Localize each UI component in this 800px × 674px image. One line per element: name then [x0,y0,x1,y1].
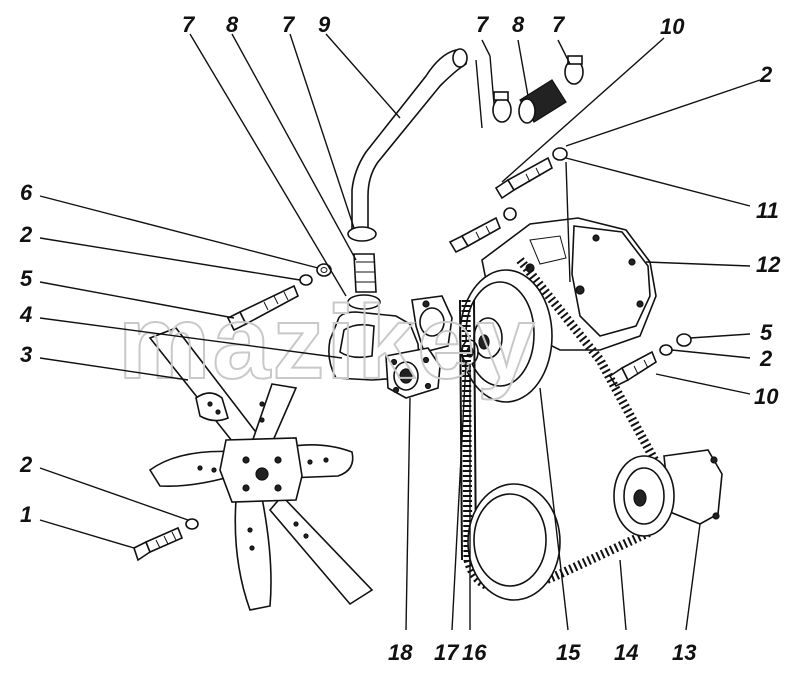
part-18 [385,347,441,399]
washer-near-bolt-10 [503,207,517,221]
washer-2-lower [185,518,199,530]
callout-8-b: 8 [512,12,525,37]
callout-2-a: 2 [759,62,773,87]
callout-3: 3 [20,342,32,367]
washer-2-upper-left [299,274,313,286]
callout-7-a: 7 [182,12,196,37]
hose-9 [347,48,468,310]
callout-10-b: 10 [754,384,779,409]
callout-1: 1 [20,502,32,527]
callout-14: 14 [614,640,638,665]
callouts: 7 8 7 9 7 8 7 10 2 11 12 6 2 5 4 3 5 2 1… [19,12,781,665]
callout-11: 11 [756,198,779,223]
lower-pulley [467,483,561,601]
bolt-1 [133,526,184,562]
callout-9: 9 [318,12,331,37]
callout-15: 15 [556,640,581,665]
callout-16: 16 [462,640,487,665]
callout-8-a: 8 [226,12,239,37]
washer-5-right [676,333,692,347]
sleeve-8-right [518,79,567,124]
callout-2-d: 2 [19,452,33,477]
callout-5-a: 5 [20,266,33,291]
callout-7-d: 7 [552,12,566,37]
callout-7-b: 7 [282,12,296,37]
bolt-11 [494,156,553,200]
callout-10-a: 10 [660,14,685,39]
leader-lines [39,33,761,631]
washer-2-right [659,344,673,356]
clamp-7-right-a [492,91,512,123]
fan-assembly [148,327,374,611]
watermark: mazikey [118,285,537,401]
callout-7-c: 7 [476,12,490,37]
bolt-5-left [226,284,300,332]
callout-13: 13 [672,640,696,665]
callout-5-b: 5 [760,320,773,345]
bolt-10-lower [608,350,657,388]
bolt-10-upper [448,216,502,254]
callout-2-b: 2 [19,222,33,247]
callout-4: 4 [19,302,32,327]
washer-2-upper-right [552,147,568,161]
callout-12: 12 [756,252,781,277]
tensioner-13 [613,449,723,537]
callout-18: 18 [388,640,413,665]
callout-6: 6 [20,180,33,205]
washer-6 [316,263,332,277]
callout-17: 17 [434,640,460,665]
pulley-15 [459,269,553,403]
callout-2-c: 2 [759,346,773,371]
